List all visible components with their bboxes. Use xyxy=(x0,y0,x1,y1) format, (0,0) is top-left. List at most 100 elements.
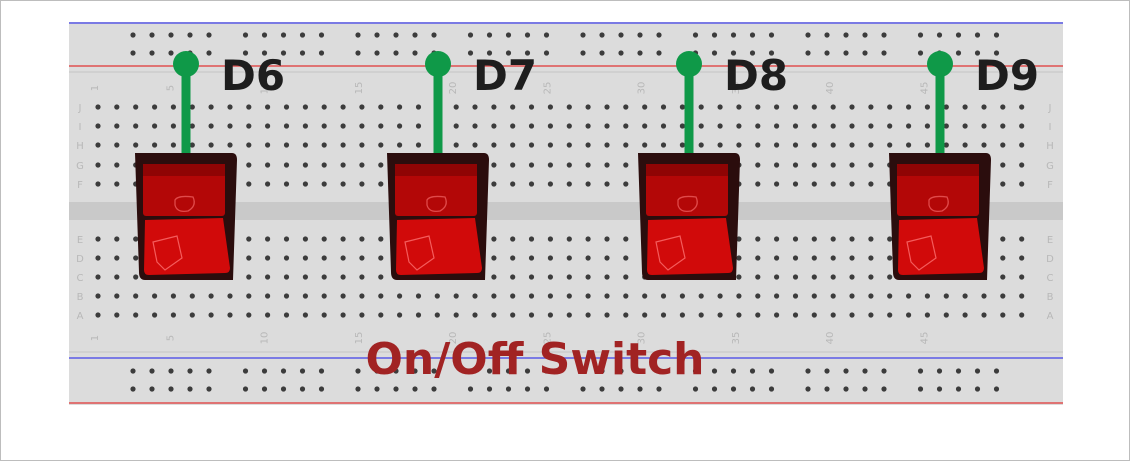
rail-hole xyxy=(393,368,399,374)
hole xyxy=(265,162,271,168)
hole xyxy=(321,293,327,299)
rail-hole xyxy=(543,386,550,392)
hole xyxy=(246,142,252,148)
rail-hole xyxy=(749,386,756,392)
hole xyxy=(378,274,384,280)
rail-hole xyxy=(862,368,868,374)
hole xyxy=(830,236,836,242)
hole xyxy=(170,123,176,129)
hole xyxy=(811,142,817,148)
rail-hole xyxy=(168,50,174,56)
hole xyxy=(755,123,761,129)
hole xyxy=(792,255,799,261)
hole xyxy=(491,181,497,187)
hole xyxy=(397,312,403,318)
hole xyxy=(378,142,384,148)
rail-hole xyxy=(936,368,943,374)
hole xyxy=(114,104,120,110)
hole xyxy=(302,312,308,318)
switch-top-shade xyxy=(897,164,979,176)
hole xyxy=(1000,104,1006,110)
hole xyxy=(585,255,591,261)
rail-hole xyxy=(431,368,437,374)
hole xyxy=(1000,162,1006,168)
hole xyxy=(283,274,290,280)
column-number: 30 xyxy=(637,332,648,345)
hole xyxy=(246,293,252,299)
rail-hole xyxy=(843,368,849,374)
switch-lever[interactable] xyxy=(647,218,733,275)
hole xyxy=(887,104,893,110)
hole xyxy=(792,312,799,318)
column-number: 5 xyxy=(165,335,176,341)
wire-end xyxy=(173,51,199,77)
hole xyxy=(208,123,214,129)
hole xyxy=(491,236,497,242)
row-letter: A xyxy=(77,311,84,322)
rail-hole xyxy=(431,32,437,38)
hole xyxy=(227,104,233,110)
rail-hole xyxy=(130,50,136,56)
hole xyxy=(265,181,271,187)
switch-top-shade xyxy=(143,164,225,176)
hole xyxy=(868,123,874,129)
hole xyxy=(981,142,987,148)
hole xyxy=(660,142,667,148)
rail-hole xyxy=(993,368,1000,374)
toggle-switch-d9[interactable]: D9 xyxy=(889,51,1039,280)
switch-emboss xyxy=(677,195,698,213)
hole xyxy=(566,123,572,129)
hole xyxy=(302,255,308,261)
rail-hole xyxy=(318,32,325,38)
hole xyxy=(114,162,120,168)
hole xyxy=(736,104,742,110)
rail-hole xyxy=(149,32,155,38)
rail-hole xyxy=(149,386,155,392)
row-letter: B xyxy=(77,292,84,303)
hole xyxy=(321,274,327,280)
hole xyxy=(868,181,874,187)
rail-hole xyxy=(618,32,624,38)
hole xyxy=(906,104,912,110)
hole xyxy=(302,104,308,110)
row-letter: J xyxy=(78,103,82,114)
rail-hole xyxy=(431,386,437,392)
hole xyxy=(849,181,855,187)
hole xyxy=(283,293,290,299)
rail-hole xyxy=(318,386,325,392)
hole xyxy=(302,162,308,168)
hole xyxy=(397,293,403,299)
hole xyxy=(868,104,874,110)
hole xyxy=(792,293,799,299)
toggle-switch-d8[interactable]: D8 xyxy=(638,51,788,280)
switch-lever[interactable] xyxy=(396,218,482,275)
hole xyxy=(283,181,290,187)
rail-hole xyxy=(261,50,268,56)
switch-lever[interactable] xyxy=(898,218,984,275)
hole xyxy=(792,162,799,168)
hole xyxy=(227,293,233,299)
hole xyxy=(792,236,799,242)
hole xyxy=(302,123,308,129)
hole xyxy=(528,255,535,261)
hole xyxy=(811,162,817,168)
column-number: 15 xyxy=(354,332,365,345)
rail-hole xyxy=(187,368,193,374)
hole xyxy=(811,181,817,187)
hole xyxy=(830,181,836,187)
hole xyxy=(1019,142,1025,148)
hole xyxy=(736,123,742,129)
hole xyxy=(962,293,968,299)
switch-lever[interactable] xyxy=(144,218,230,275)
hole xyxy=(849,123,855,129)
hole xyxy=(321,162,327,168)
rail-hole xyxy=(412,32,418,38)
toggle-switch-d6[interactable]: D6 xyxy=(135,51,285,280)
hole xyxy=(302,236,308,242)
hole xyxy=(717,312,723,318)
hole xyxy=(623,274,629,280)
hole xyxy=(736,312,742,318)
toggle-switch-d7[interactable]: D7 xyxy=(387,51,537,280)
column-number: 20 xyxy=(448,332,459,345)
rail-hole xyxy=(730,386,737,392)
